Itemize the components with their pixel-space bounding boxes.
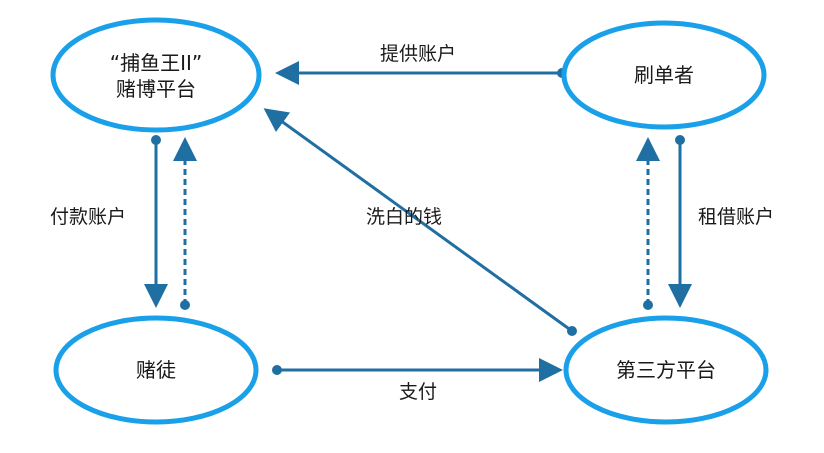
arrow-start-dot xyxy=(151,135,161,145)
node-third-party-label: 第三方平台 xyxy=(616,358,716,382)
edge-provide-account: 提供账户 xyxy=(275,43,567,85)
edge-label-pay: 支付 xyxy=(399,381,437,403)
edge-rent-account: 租借账户 xyxy=(668,135,774,308)
edge-label-rent-account: 租借账户 xyxy=(698,206,774,228)
edge-return-to-platform xyxy=(173,137,197,310)
edge-label-payment-account: 付款账户 xyxy=(50,206,126,228)
node-gambling-platform: “捕鱼王II” 赌博平台 xyxy=(50,17,262,133)
node-ellipse xyxy=(53,315,259,425)
node-ellipse xyxy=(561,20,767,130)
edge-payment-account: 付款账户 xyxy=(50,135,168,308)
arrow-start-dot xyxy=(567,326,577,336)
arrow-start-dot xyxy=(643,300,653,310)
node-ellipse xyxy=(50,17,262,133)
edge-pay: 支付 xyxy=(272,358,563,403)
arrow-laundered-money xyxy=(263,108,573,333)
node-ellipse xyxy=(563,315,769,425)
edge-laundered-money: 洗白的钱 xyxy=(263,108,577,336)
arrow-start-dot xyxy=(180,300,190,310)
edge-label-provide-account: 提供账户 xyxy=(380,43,456,65)
node-third-party-platform: 第三方平台 xyxy=(563,315,769,425)
edge-label-laundered-money: 洗白的钱 xyxy=(366,206,442,228)
arrow-start-dot xyxy=(272,365,282,375)
edge-return-to-brusher xyxy=(636,137,660,310)
node-brusher: 刷单者 xyxy=(561,20,767,130)
arrow-start-dot xyxy=(675,135,685,145)
node-brusher-label: 刷单者 xyxy=(634,63,694,87)
node-platform-line1: “捕鱼王II” xyxy=(110,51,203,75)
node-gambler: 赌徒 xyxy=(53,315,259,425)
node-platform-line2: 赌博平台 xyxy=(116,77,196,101)
node-gambler-label: 赌徒 xyxy=(136,358,176,382)
